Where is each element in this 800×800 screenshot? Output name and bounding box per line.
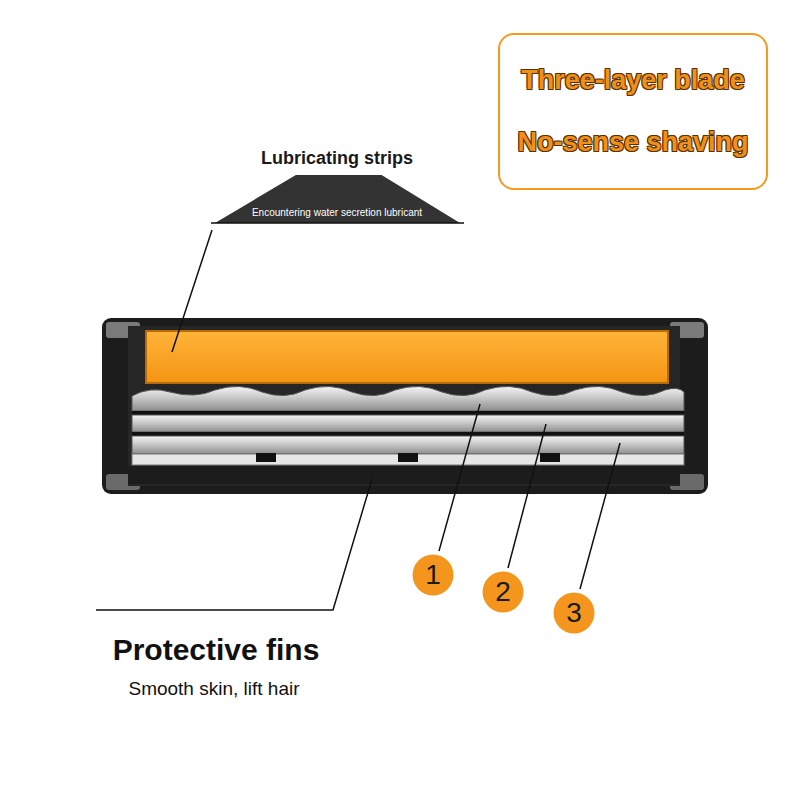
leader-line [96,479,372,610]
trapezoid-fill [215,175,460,223]
feature-text: No-sense shaving [517,127,748,158]
circle-fill [554,593,595,634]
callout-circle: 1 [412,554,454,596]
blade-gap [132,432,684,436]
blade-3 [132,436,684,454]
blade-2 [132,415,684,432]
callout-note: Encountering water secretion lubricant [215,207,460,218]
fin-tab [256,453,276,462]
blade-gap [132,411,684,415]
lubricating-strip [146,331,668,383]
callout-number: 1 [425,561,441,589]
circle-fill [483,572,524,613]
cartridge-body [102,318,708,494]
callout-number: 3 [566,599,582,627]
base-line [211,222,464,224]
leader-line [172,230,212,352]
lubricating-callout: Lubricating stripsEncountering water sec… [215,148,460,223]
callout-circle: 3 [553,592,595,634]
fin-tab [540,453,560,462]
callout-circle: 2 [482,571,524,613]
circle-fill [413,555,454,596]
callout-number: 2 [495,578,511,606]
part-note: Smooth skin, lift hair [128,678,299,700]
cartridge-lip [128,466,680,484]
leader-line [580,443,620,589]
trapezoid-plate: Encountering water secretion lubricant [215,175,460,223]
leader-line [508,424,546,568]
feature-box: Three-layer bladeNo-sense shaving [498,33,768,190]
part-name: Protective fins [113,633,320,667]
feature-text: Three-layer blade [521,65,745,96]
fin-tab [398,453,418,462]
leader-line [439,404,480,551]
blade-1 [132,386,684,411]
protective-fins [132,454,684,465]
callout-heading: Lubricating strips [215,148,460,169]
